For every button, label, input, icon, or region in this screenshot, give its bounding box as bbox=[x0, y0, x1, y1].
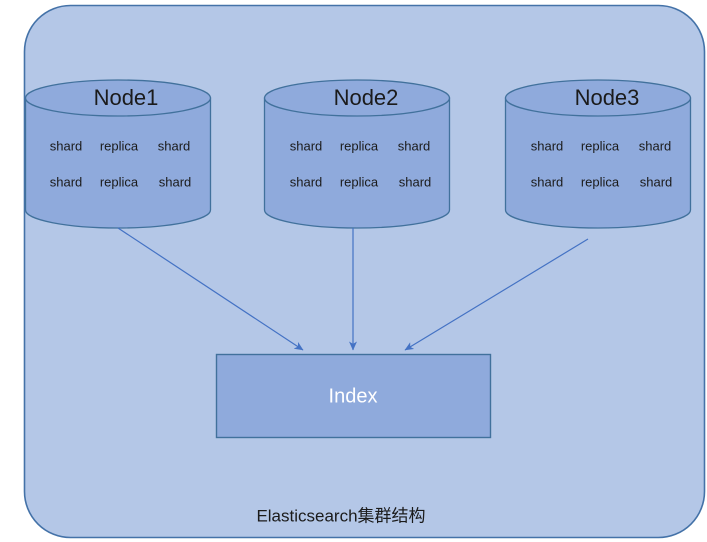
node2-body bbox=[263, 97, 451, 229]
node3-row1-cell1: replica bbox=[581, 174, 620, 189]
node2-row1-cell2: shard bbox=[399, 174, 432, 189]
node1-title: Node1 bbox=[94, 85, 159, 110]
node3-row0-cell0: shard bbox=[531, 138, 564, 153]
node-cylinder-node3[interactable]: Node3 shard replica shard shard replica … bbox=[504, 79, 692, 229]
node-cylinder-node2[interactable]: Node2 shard replica shard shard replica … bbox=[263, 79, 451, 229]
node1-row0-cell0: shard bbox=[50, 138, 83, 153]
node1-top-ellipse bbox=[24, 79, 212, 117]
node1-row0-cell1: replica bbox=[100, 138, 139, 153]
node3-body bbox=[504, 97, 692, 229]
node3-top-ellipse bbox=[504, 79, 692, 117]
node1-body bbox=[24, 97, 212, 229]
node2-row0-cell1: replica bbox=[340, 138, 379, 153]
node3-title: Node3 bbox=[575, 85, 640, 110]
node-cylinder-node1[interactable]: Node1 shard replica shard shard replica … bbox=[24, 79, 212, 229]
node2-title: Node2 bbox=[334, 85, 399, 110]
arrow-node3-to-index bbox=[404, 238, 589, 351]
node1-row1-cell1: replica bbox=[100, 174, 139, 189]
arrow-node1-to-index bbox=[117, 227, 304, 351]
index-box[interactable]: Index bbox=[215, 353, 492, 439]
node3-row0-cell2: shard bbox=[639, 138, 672, 153]
diagram-caption: Elasticsearch集群结构 bbox=[256, 506, 425, 525]
node1-row1-cell0: shard bbox=[50, 174, 83, 189]
node2-top-ellipse bbox=[263, 79, 451, 117]
node3-row1-cell0: shard bbox=[531, 174, 564, 189]
index-label: Index bbox=[329, 385, 378, 407]
node3-row1-cell2: shard bbox=[640, 174, 673, 189]
node2-row0-cell2: shard bbox=[398, 138, 431, 153]
node2-row1-cell1: replica bbox=[340, 174, 379, 189]
node2-row1-cell0: shard bbox=[290, 174, 323, 189]
node3-row0-cell1: replica bbox=[581, 138, 620, 153]
node1-row0-cell2: shard bbox=[158, 138, 191, 153]
node1-row1-cell2: shard bbox=[159, 174, 192, 189]
node2-row0-cell0: shard bbox=[290, 138, 323, 153]
index-box-rect bbox=[215, 353, 492, 439]
